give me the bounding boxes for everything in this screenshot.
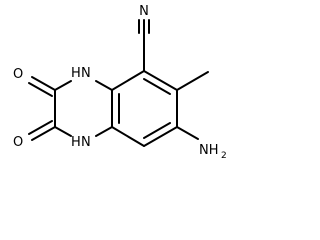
nitrile-group: N	[138, 4, 150, 72]
bond-n4-c3	[54, 80, 72, 91]
bond-c4a-n4	[95, 80, 113, 91]
amino-group: NH 2	[176, 126, 227, 161]
carbonyl-bottom-o-label: O	[13, 135, 23, 150]
bond-inner-c5-c6	[143, 78, 171, 95]
carbonyl-top-bond-1	[31, 76, 56, 91]
ring-nh-top-n: N	[81, 66, 91, 81]
bond-inner-c7-c8	[143, 122, 171, 139]
ring-nh-bottom-n: N	[81, 135, 91, 150]
carbonyl-top-o-label: O	[13, 67, 23, 82]
benzene-ring	[111, 70, 178, 147]
bond-c4a-c5	[111, 70, 145, 91]
bond-n1-c8a	[95, 126, 113, 137]
amino-bond	[176, 126, 199, 140]
bond-c5-c6	[143, 70, 178, 91]
bond-c2-n1	[54, 126, 72, 137]
carbonyl-top-bond-2	[28, 82, 53, 97]
carbonyl-bottom: O	[13, 120, 56, 150]
bond-c8-c8a	[111, 126, 145, 147]
ring-nh-top-h: H	[71, 66, 81, 81]
carbonyl-bottom-bond-2	[28, 120, 53, 135]
pyrazine-ring	[54, 80, 113, 137]
methyl-bond	[176, 71, 209, 91]
carbonyl-top: O	[13, 67, 56, 97]
amino-n-label: NH	[199, 143, 219, 158]
ring-nh-top: H N	[71, 66, 91, 81]
amino-subscript: 2	[221, 151, 227, 161]
molecule-structure: N NH 2 H N H N O	[13, 4, 227, 161]
nitrile-n-label: N	[139, 4, 149, 19]
carbonyl-bottom-bond-1	[31, 126, 56, 141]
ring-nh-bottom-h: H	[71, 135, 81, 150]
ring-nh-bottom: H N	[71, 135, 91, 150]
bond-c7-c8	[143, 126, 178, 147]
